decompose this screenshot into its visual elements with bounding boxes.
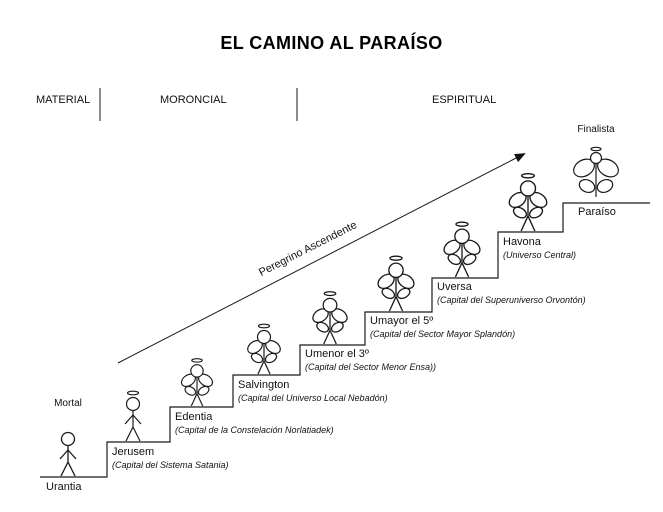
step-name-jerusem: Jerusem <box>112 446 155 458</box>
step-name-salvington: Salvington <box>238 379 290 391</box>
finalista-butterfly-icon <box>569 146 623 198</box>
step-label-salvington: Salvington (Capital del Universo Local N… <box>238 379 388 404</box>
step-name-paraiso: Paraíso <box>578 206 616 218</box>
step-name-umayor: Umayor el 5º <box>370 315 434 327</box>
step-label-havona: Havona (Universo Central) <box>503 236 576 261</box>
pilgrim-figure-edentia-icon <box>178 358 216 407</box>
step-label-jerusem: Jerusem (Capital del Sistema Satania) <box>112 446 229 471</box>
step-subtitle-jerusem: (Capital del Sistema Satania) <box>112 460 229 470</box>
step-name-uversa: Uversa <box>437 281 472 293</box>
step-subtitle-salvington: (Capital del Universo Local Nebadón) <box>238 393 388 403</box>
step-label-umenor: Umenor el 3º (Capital del Sector Menor E… <box>305 348 436 373</box>
step-label-edentia: Edentia (Capital de la Constelación Norl… <box>175 411 334 436</box>
step-subtitle-umayor: (Capital del Sector Mayor Splandón) <box>370 329 516 339</box>
staircase-path <box>40 202 650 478</box>
diagram-title: EL CAMINO AL PARAÍSO <box>220 33 443 53</box>
step-label-paraiso: Paraíso <box>578 206 616 219</box>
step-subtitle-uversa: (Capital del Superuniverso Orvontón) <box>437 295 586 305</box>
column-header-moroncial: MORONCIAL <box>160 94 227 106</box>
step-label-urantia: Urantia <box>46 481 81 494</box>
mortal-label: Mortal <box>54 398 82 409</box>
mortal-figure-icon <box>59 431 77 477</box>
pilgrim-figure-havona-icon <box>505 173 551 232</box>
step-name-umenor: Umenor el 3º <box>305 348 369 360</box>
pilgrim-figure-jerusem-icon <box>124 390 142 442</box>
step-name-edentia: Edentia <box>175 411 213 423</box>
pilgrim-figure-salvington-icon <box>244 323 284 375</box>
step-subtitle-havona: (Universo Central) <box>503 250 577 260</box>
column-header-espiritual: ESPIRITUAL <box>432 94 497 106</box>
pilgrim-figure-uversa-icon <box>440 221 484 278</box>
step-label-uversa: Uversa (Capital del Superuniverso Orvont… <box>437 281 586 306</box>
ascending-pilgrim-arrow <box>117 153 526 364</box>
step-subtitle-umenor: (Capital del Sector Menor Ensa)) <box>305 362 437 372</box>
finalista-label: Finalista <box>577 124 615 135</box>
column-header-material: MATERIAL <box>36 94 91 106</box>
step-name-urantia: Urantia <box>46 481 82 493</box>
pilgrim-figure-umayor-icon <box>374 255 418 312</box>
step-subtitle-edentia: (Capital de la Constelación Norlatiadek) <box>175 425 334 435</box>
step-name-havona: Havona <box>503 236 541 248</box>
step-label-umayor: Umayor el 5º (Capital del Sector Mayor S… <box>370 315 515 340</box>
pilgrim-figure-umenor-icon <box>309 291 351 345</box>
